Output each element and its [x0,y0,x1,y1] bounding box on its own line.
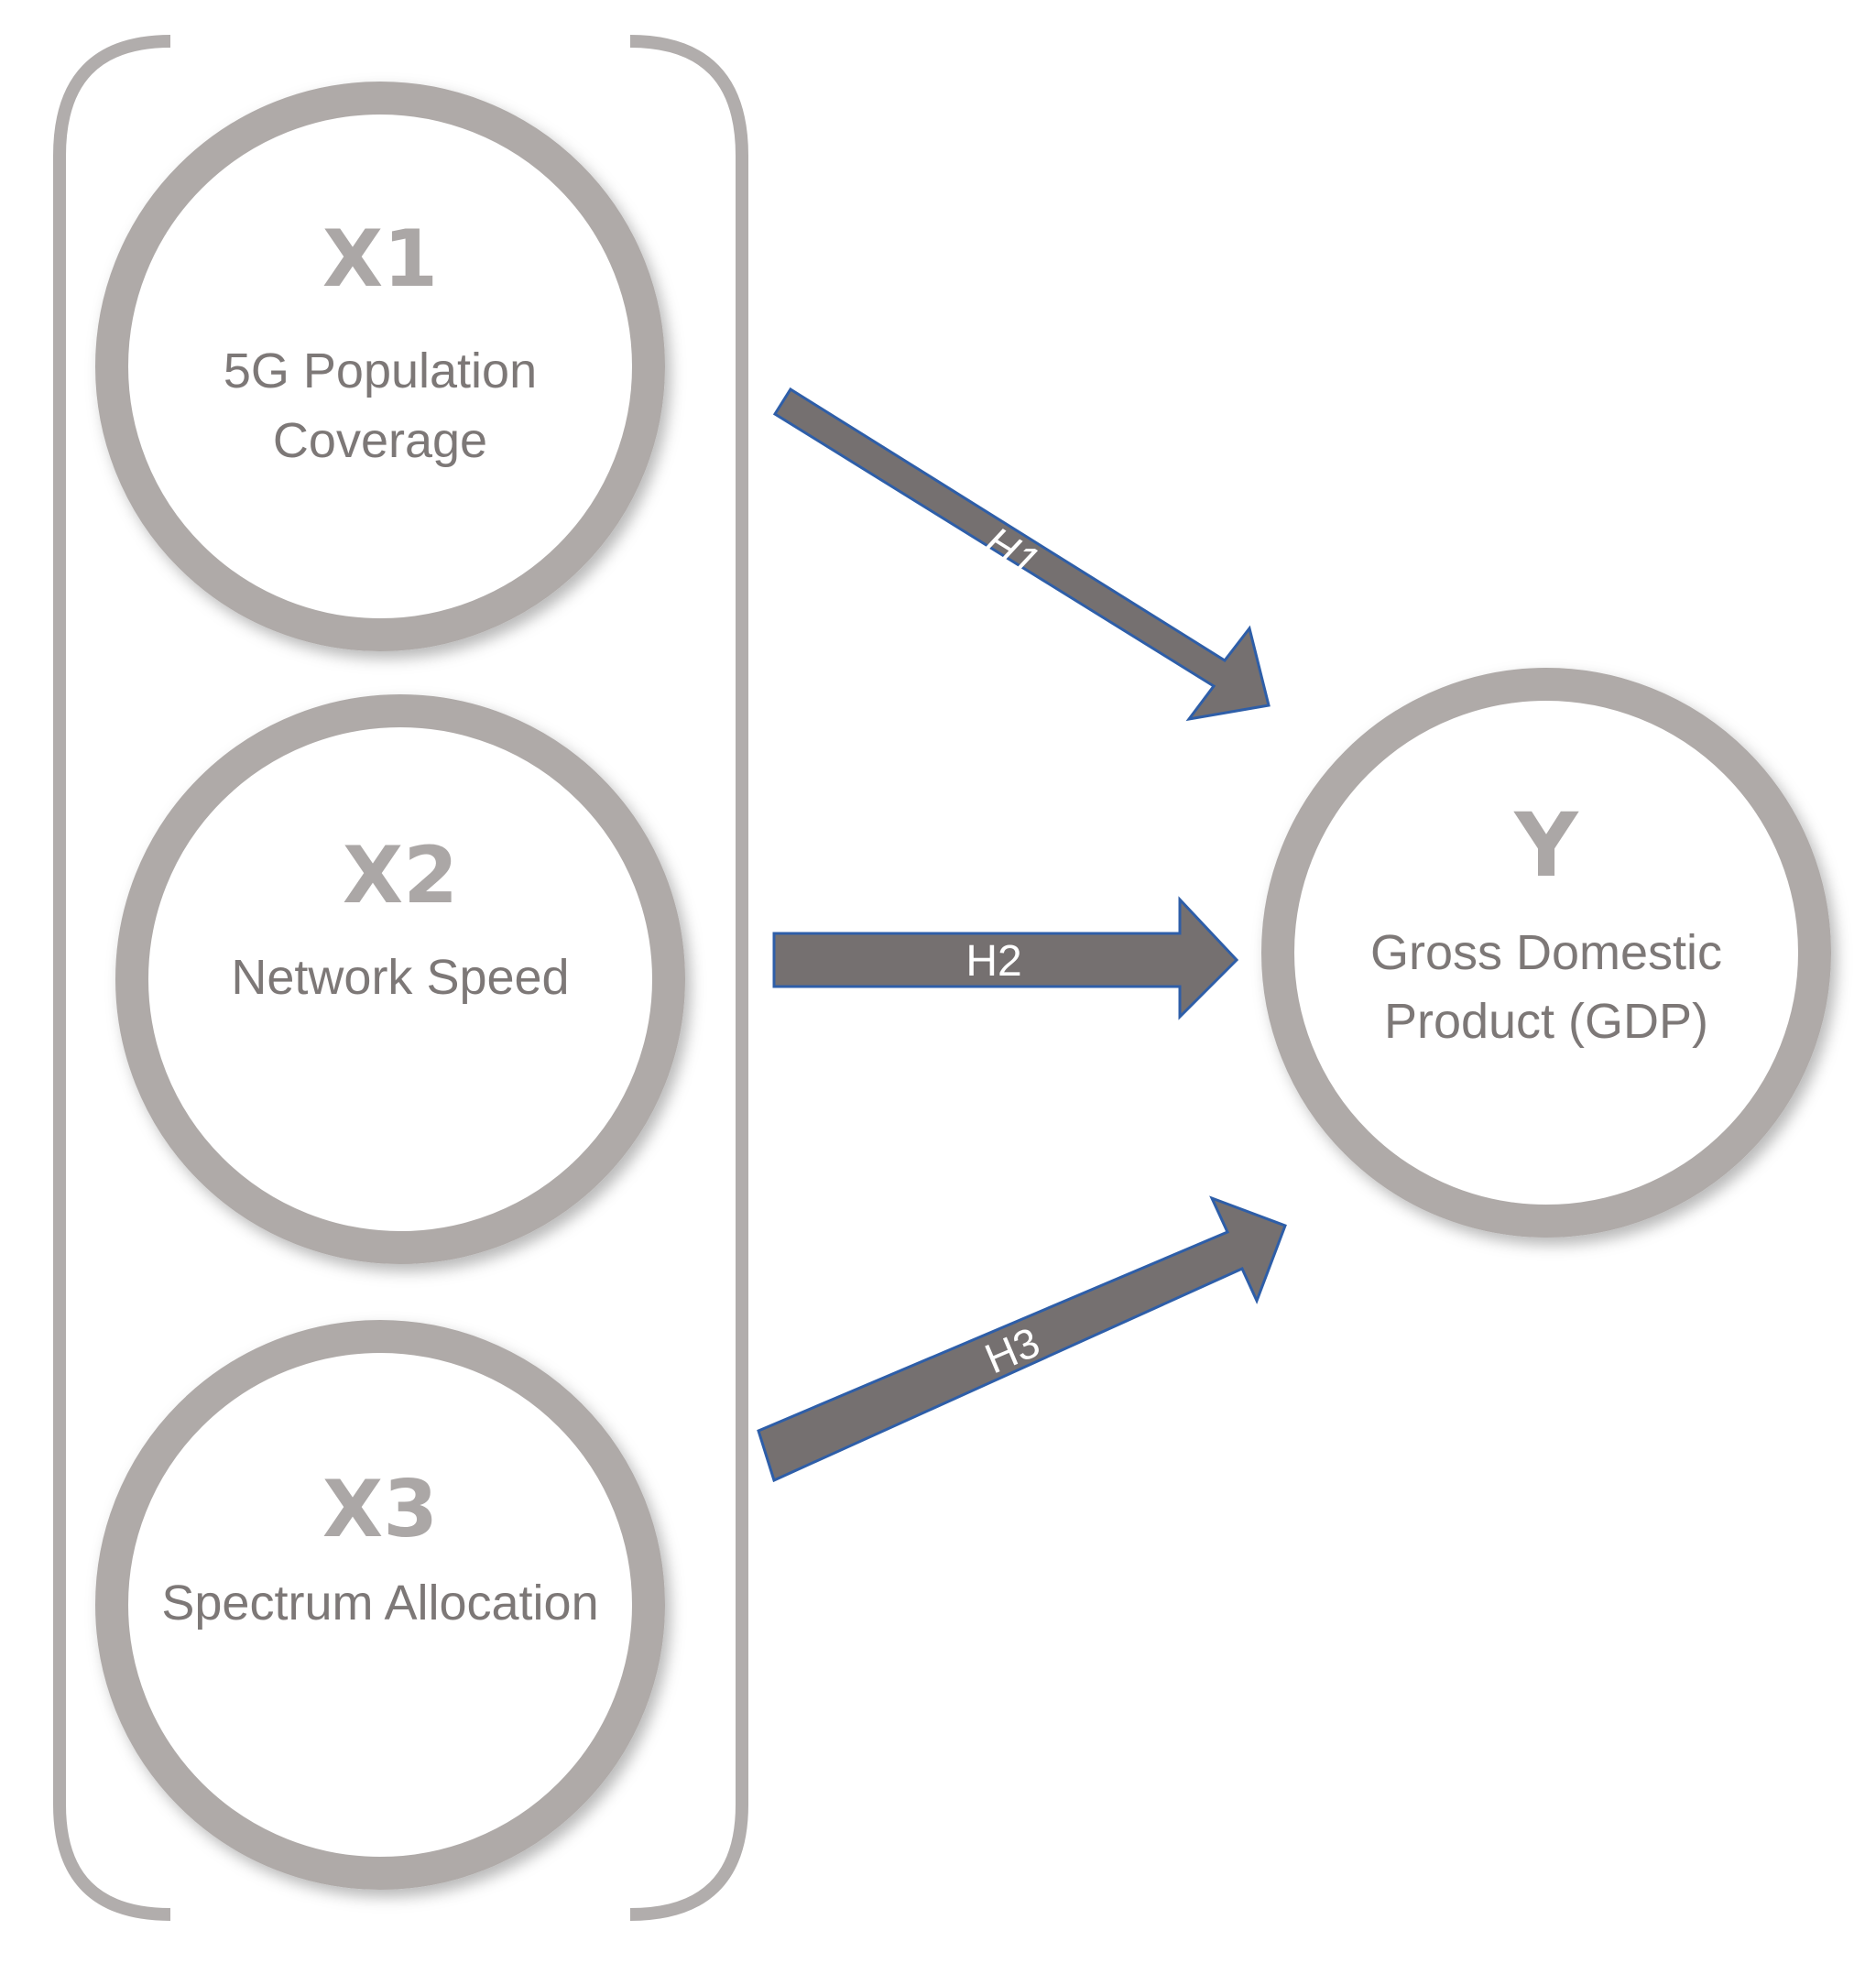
node-x3-ring [95,1320,665,1890]
node-y-label-line-1: Gross Domestic [1370,925,1722,980]
node-x1-ring [95,82,665,651]
node-x2-label-line-1: Network Speed [231,950,569,1005]
arrow-h3-shape [757,1195,1287,1483]
right-bracket [629,35,748,1921]
arrow-h2: H2 [772,896,1239,1020]
independent-variables-bracket [53,35,748,1921]
node-x1-label-line-1: 5G Population [224,344,537,398]
node-x2: X2 Network Speed [115,694,685,1264]
node-y: Y Gross Domestic Product (GDP) [1261,668,1831,1238]
node-x2-ring [115,694,685,1264]
arrow-h3: H3 [757,1195,1287,1483]
node-x1-code: X1 [322,213,438,305]
node-x3-code: X3 [322,1464,438,1555]
node-y-code: Y [1513,794,1579,897]
node-x2-code: X2 [343,830,458,922]
node-x3: X3 Spectrum Allocation [95,1320,665,1890]
arrow-h1-shape [772,387,1271,722]
arrow-h2-shape [772,896,1239,1020]
arrow-h2-label: H2 [965,937,1021,986]
node-x3-label-line-1: Spectrum Allocation [161,1576,598,1630]
node-x1: X1 5G Population Coverage [95,82,665,651]
node-y-label-line-2: Product (GDP) [1384,994,1708,1049]
arrow-h1: H1 [772,387,1271,722]
left-bracket [53,35,171,1921]
node-y-ring [1261,668,1831,1238]
node-x1-label-line-2: Coverage [273,413,487,468]
